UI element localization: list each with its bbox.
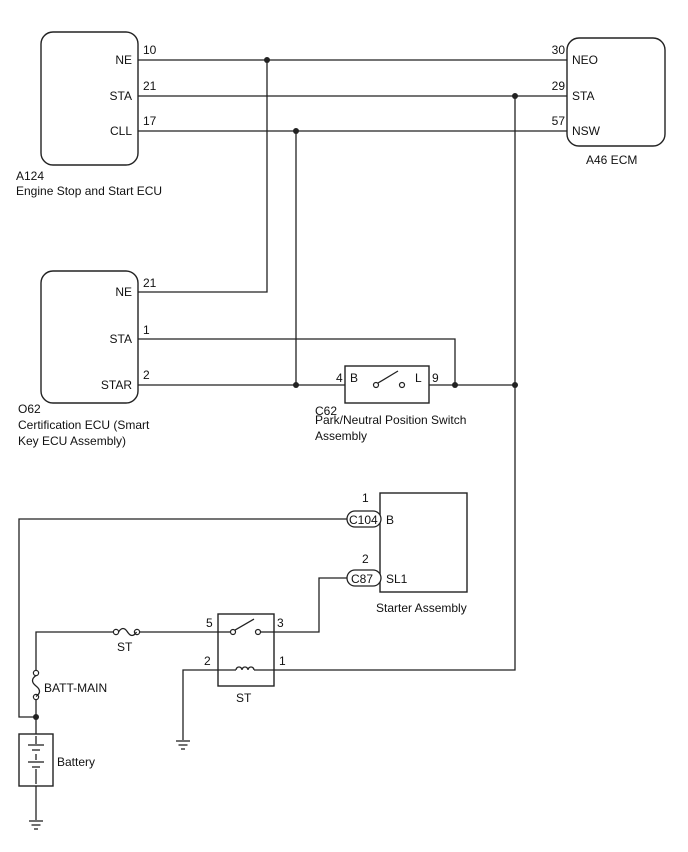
a124-pin-ne: 10 bbox=[143, 43, 157, 57]
ecm-terminal-neo: NEO bbox=[572, 53, 598, 67]
wire-battery-starter-b bbox=[18, 518, 347, 734]
wire-sta-relay-coil bbox=[274, 96, 516, 671]
ecm-pin-nsw: 57 bbox=[552, 114, 566, 128]
o62-code: O62 bbox=[18, 402, 41, 416]
c62-name-line2: Assembly bbox=[315, 429, 367, 443]
st-relay-contact-symbol bbox=[218, 618, 274, 636]
o62-terminal-star: STAR bbox=[101, 378, 132, 392]
c62-terminal-l: L bbox=[415, 371, 422, 385]
batt-main-fuse-icon bbox=[31, 669, 41, 701]
o62-pin-star: 2 bbox=[143, 368, 150, 382]
wire-ne-o62 bbox=[138, 60, 268, 293]
junction-dot bbox=[293, 382, 299, 388]
ecm-pin-neo: 30 bbox=[552, 43, 566, 57]
a124-name: Engine Stop and Start ECU bbox=[16, 184, 162, 198]
c62-pin-b: 4 bbox=[336, 371, 343, 385]
relay-pin-3: 3 bbox=[277, 616, 284, 630]
starter-name: Starter Assembly bbox=[376, 601, 467, 615]
starter-pin-2: 2 bbox=[362, 552, 369, 566]
wire-o62-sta bbox=[138, 338, 456, 385]
park-neutral-switch-symbol bbox=[372, 370, 406, 389]
o62-pin-ne: 21 bbox=[143, 276, 157, 290]
junction-dot bbox=[512, 93, 518, 99]
wire-relay-ground bbox=[182, 669, 218, 740]
st-fuse-label: ST bbox=[117, 640, 133, 654]
ecm-terminal-nsw: NSW bbox=[572, 124, 601, 138]
starter-terminal-sl1: SL1 bbox=[386, 572, 408, 586]
starter-assembly-box bbox=[379, 492, 468, 593]
o62-terminal-sta: STA bbox=[110, 332, 132, 346]
relay-pin-1: 1 bbox=[279, 654, 286, 668]
c62-terminal-b: B bbox=[350, 371, 358, 385]
ecm-pin-sta: 29 bbox=[552, 79, 566, 93]
a124-pin-sta: 21 bbox=[143, 79, 157, 93]
a124-pin-cll: 17 bbox=[143, 114, 157, 128]
o62-pin-sta: 1 bbox=[143, 323, 150, 337]
wire-relay-sl1 bbox=[274, 577, 347, 633]
starter-terminal-b: B bbox=[386, 513, 394, 527]
c62-pin-l: 9 bbox=[432, 371, 439, 385]
c62-name-line1: Park/Neutral Position Switch bbox=[315, 413, 466, 427]
st-relay-box bbox=[217, 613, 275, 687]
a124-terminal-ne: NE bbox=[115, 53, 132, 67]
relay-pin-2: 2 bbox=[204, 654, 211, 668]
connector-c87-label: C87 bbox=[351, 572, 373, 586]
junction-dot bbox=[264, 57, 270, 63]
ground-icon bbox=[29, 820, 43, 830]
junction-dot bbox=[452, 382, 458, 388]
connector-c87 bbox=[346, 569, 382, 587]
junction-dot bbox=[33, 714, 39, 720]
battery-symbol bbox=[28, 736, 44, 784]
o62-terminal-ne: NE bbox=[115, 285, 132, 299]
battery-label: Battery bbox=[57, 755, 95, 769]
o62-ecu-box bbox=[40, 270, 139, 404]
a124-code: A124 bbox=[16, 169, 44, 183]
ecm-code-name: A46 ECM bbox=[586, 153, 637, 167]
o62-name-line1: Certification ECU (Smart bbox=[18, 418, 150, 432]
a124-terminal-cll: CLL bbox=[110, 124, 132, 138]
junction-dot bbox=[512, 382, 518, 388]
wire-batt-main-high bbox=[35, 631, 113, 670]
o62-name-line2: Key ECU Assembly) bbox=[18, 434, 126, 448]
junction-dot bbox=[293, 128, 299, 134]
relay-pin-5: 5 bbox=[206, 616, 213, 630]
batt-main-fuse-label: BATT-MAIN bbox=[44, 681, 107, 695]
starter-pin-1: 1 bbox=[362, 491, 369, 505]
connector-c104-label: C104 bbox=[349, 513, 378, 527]
c62-code: C62 bbox=[315, 404, 337, 418]
a124-terminal-sta: STA bbox=[110, 89, 132, 103]
st-relay-coil-symbol bbox=[218, 666, 274, 671]
a124-ecu-box bbox=[40, 31, 139, 166]
ecm-terminal-sta: STA bbox=[572, 89, 594, 103]
a46-ecm-box bbox=[566, 37, 666, 147]
st-fuse-icon bbox=[112, 627, 141, 637]
ground-icon bbox=[176, 740, 190, 750]
relay-st-name: ST bbox=[236, 691, 252, 705]
connector-c104 bbox=[346, 510, 382, 528]
